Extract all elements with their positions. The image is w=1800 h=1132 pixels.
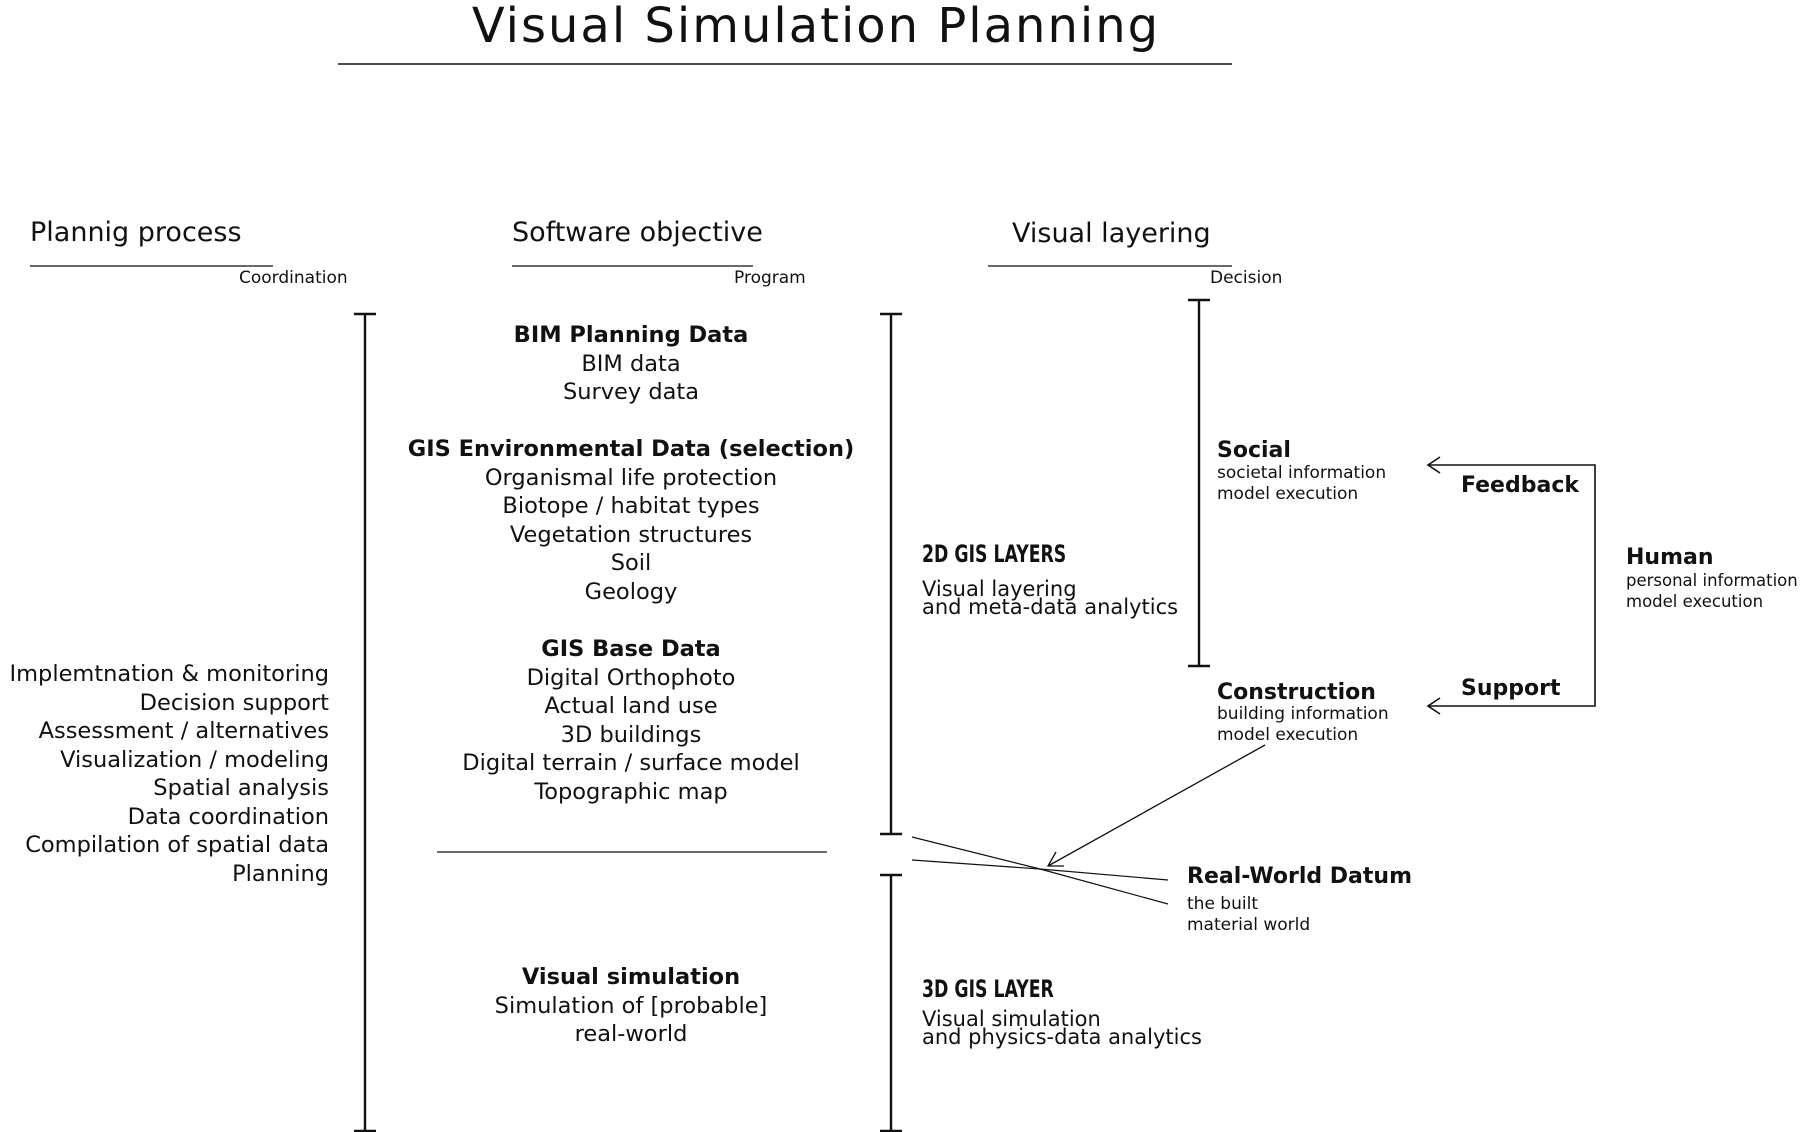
node-line: model execution [1217,725,1359,745]
planning-sublabel: Coordination [239,268,348,288]
feedback-loop [1428,464,1596,707]
planning-step: Visualization / modeling [60,746,329,773]
gis-base-title: GIS Base Data [541,636,721,662]
real-world-title: Real-World Datum [1187,864,1412,889]
convergence-ray [911,836,1041,870]
node-line: the built [1187,894,1258,914]
software-item: Survey data [562,379,700,405]
software-item: Soil [610,550,652,576]
feedback-arrowhead [1426,456,1441,474]
support-label: Support [1461,676,1561,701]
planning-step: Implemtnation & monitoring [9,661,330,687]
construction-arrow [1047,744,1266,867]
planning-step: Assessment / alternatives [38,718,329,744]
layer-line: and meta-data analytics [922,595,1179,619]
software-heading: Software objective [512,217,763,248]
visual-sublabel: Decision [1210,268,1283,288]
gis3d-layer-description: Visual simulation and physics-data analy… [922,1007,1202,1049]
planning-step: Spatial analysis [153,775,329,801]
software-item: Organismal life protection [484,464,778,491]
visual-simulation-group: Visual simulation Simulation of [probabl… [400,963,862,1049]
human-description: personal information model execution [1626,570,1798,612]
construction-description: building information model execution [1217,704,1389,746]
feedback-label: Feedback [1461,473,1579,498]
planning-steps-list: Implemtnation & monitoring Decision supp… [10,660,330,888]
bim-planning-title: BIM Planning Data [513,322,749,348]
node-line: material world [1187,915,1311,935]
social-title: Social [1217,438,1291,463]
planning-step: Planning [232,860,329,887]
planning-step: Compilation of spatial data [25,832,329,858]
software-item: Vegetation structures [509,521,753,548]
software-item: Topographic map [534,778,728,805]
software-item: Geology [584,578,678,605]
software-item: Simulation of [probable] [494,992,768,1019]
software-item: BIM data [581,350,681,377]
layer-line: Visual layering [922,577,1077,601]
social-description: societal information model execution [1217,463,1386,505]
planning-step: Decision support [139,689,329,716]
human-title: Human [1626,545,1714,570]
gis-environmental-group: GIS Environmental Data (selection) Organ… [400,435,862,606]
gis2d-layer-title: 2D GIS LAYERS [922,540,1067,568]
visual-simulation-title: Visual simulation [521,964,741,990]
convergence-ray [911,859,1041,870]
construction-title: Construction [1217,680,1376,705]
planning-heading: Plannig process [30,217,242,248]
software-item: Digital terrain / surface model [462,750,800,776]
convergence-ray [1039,868,1169,905]
bim-planning-group: BIM Planning Data BIM data Survey data [400,321,862,407]
node-line: building information [1217,704,1389,724]
software-sublabel: Program [734,268,806,288]
gis3d-layer-title: 3D GIS LAYER [922,975,1054,1003]
support-arrowhead [1426,697,1441,715]
planning-step: Data coordination [127,803,329,830]
software-item: Actual land use [544,693,718,719]
software-item: Digital Orthophoto [526,664,736,691]
node-line: societal information [1217,463,1387,483]
node-line: model execution [1217,484,1359,504]
page-title: Visual Simulation Planning [471,0,1161,54]
gis-environmental-title: GIS Environmental Data (selection) [407,436,855,462]
layer-line: and physics-data analytics [922,1025,1202,1049]
real-world-description: the built material world [1187,894,1310,936]
layer-line: Visual simulation [922,1007,1101,1031]
gis2d-layer-description: Visual layering and meta-data analytics [922,577,1179,619]
node-line: personal information [1626,571,1798,590]
visual-heading: Visual layering [1012,218,1211,249]
software-item: Biotope / habitat types [502,493,760,519]
gis-base-group: GIS Base Data Digital Orthophoto Actual … [400,635,862,806]
software-item: real-world [574,1021,688,1047]
convergence-ray [1039,868,1169,881]
node-line: model execution [1626,592,1764,611]
software-item: 3D buildings [560,721,702,748]
